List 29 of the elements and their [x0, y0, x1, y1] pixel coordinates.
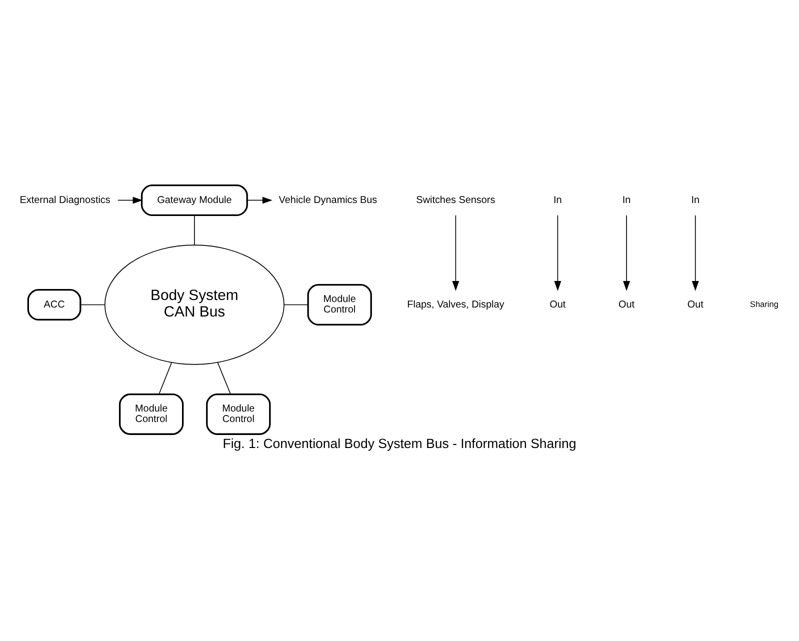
node-text: In [622, 194, 631, 206]
arrow [554, 214, 562, 291]
connector [217, 362, 232, 395]
connector [80, 304, 106, 306]
arrow [117, 196, 143, 204]
node-text: In [554, 194, 562, 206]
node-text: In [691, 194, 700, 206]
arrow [623, 214, 630, 291]
node-text: Flaps, Valves, Display [407, 299, 504, 310]
node-box: Module Control [206, 393, 271, 435]
node-box: ACC [27, 288, 82, 320]
caption: Fig. 1: Conventional Body System Bus - Information Sharing [222, 436, 576, 452]
node-text: External Diagnostics [20, 194, 110, 206]
connector [158, 362, 172, 395]
node-text: Out [618, 299, 635, 310]
node-text: Out [687, 299, 704, 310]
node-text: Switches Sensors [416, 194, 496, 206]
node-box: Module Control [118, 393, 184, 435]
arrow [246, 196, 272, 204]
node-ellipse: Body System CAN Bus [104, 244, 284, 365]
node-text: Vehicle Dynamics Bus [278, 194, 378, 206]
arrow [692, 214, 699, 291]
node-box: Module Control [307, 284, 372, 326]
node-box: Gateway Module [140, 184, 248, 216]
label: Sharing [750, 298, 778, 309]
connector [194, 214, 195, 246]
arrow [452, 214, 460, 291]
connector [284, 304, 308, 306]
node-text: Out [550, 299, 566, 310]
